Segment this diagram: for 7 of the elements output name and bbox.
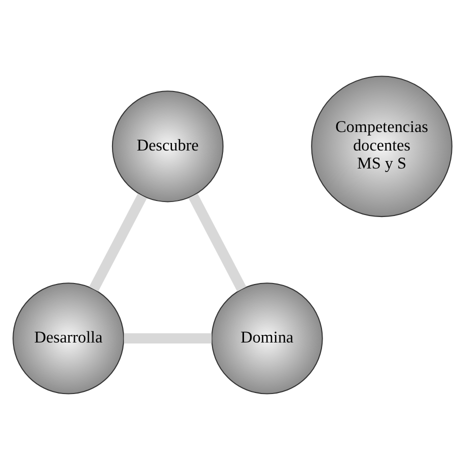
node-circle: Descubre: [111, 90, 224, 202]
connector: [188, 194, 246, 292]
connector: [123, 333, 212, 344]
node-circle: Domina: [210, 282, 322, 394]
connector: [88, 194, 146, 292]
node-circle: Desarrolla: [12, 282, 124, 394]
node-circle: Competencias docentes MS y S: [310, 76, 452, 218]
